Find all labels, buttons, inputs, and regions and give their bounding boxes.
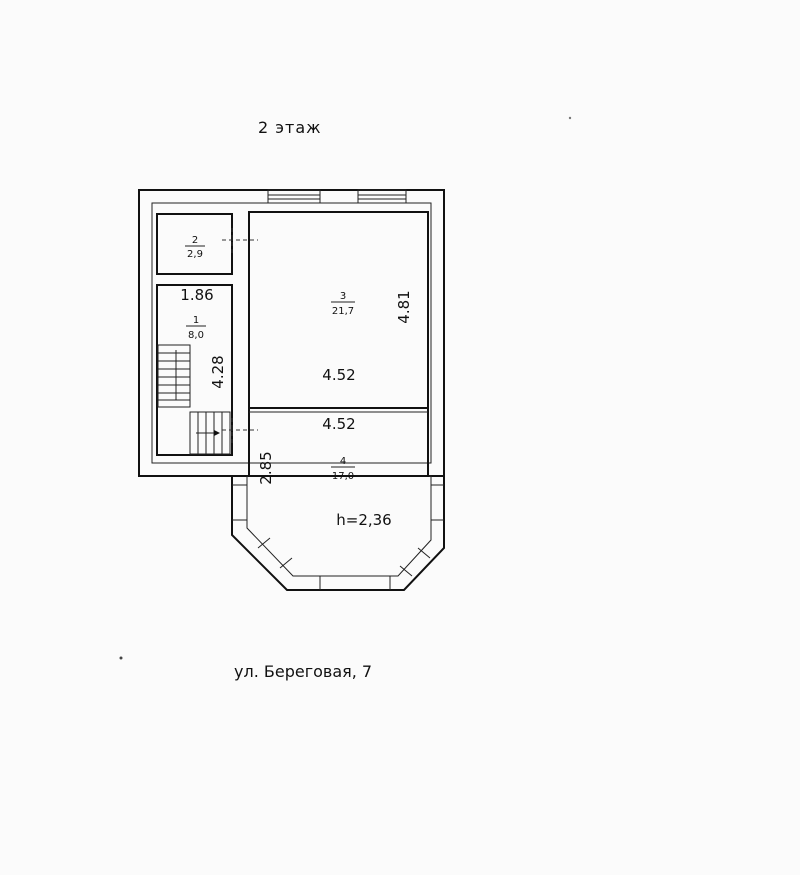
bay-window [231, 475, 445, 591]
room-3-label: 3 21,7 [331, 291, 355, 317]
room-2-number: 2 [192, 235, 198, 246]
speck [568, 116, 572, 120]
room-1 [156, 284, 233, 456]
room-3-length-dimension: 4.81 [395, 290, 413, 323]
room-4-area: 17,0 [332, 471, 354, 482]
room-2-area: 2,9 [187, 249, 203, 260]
outer-walls [138, 189, 445, 477]
floor-title: 2 этаж [258, 118, 322, 137]
room-2-label: 2 2,9 [185, 235, 205, 260]
speck [119, 656, 123, 660]
room-4 [248, 407, 429, 477]
top-windows [267, 189, 407, 204]
address-label: ул. Береговая, 7 [234, 662, 373, 681]
room-4-length-dimension: 2.85 [257, 451, 275, 484]
room-3-width-dimension: 4.52 [322, 366, 355, 384]
room-1-length-dimension: 4.28 [209, 355, 227, 388]
room-3-number: 3 [340, 291, 346, 302]
room-1-label: 1 8,0 [186, 315, 206, 341]
room-4-number: 4 [340, 456, 346, 467]
ceiling-height-label: h=2,36 [336, 511, 391, 529]
room-4-label: 4 17,0 [331, 456, 355, 482]
staircase [157, 344, 231, 455]
room-4-width-dimension: 4.52 [322, 415, 355, 433]
room-1-width-dimension: 1.86 [180, 286, 213, 304]
room-3-area: 21,7 [332, 306, 354, 317]
room-1-area: 8,0 [188, 330, 204, 341]
door-openings [222, 228, 258, 444]
room-1-number: 1 [193, 315, 199, 326]
